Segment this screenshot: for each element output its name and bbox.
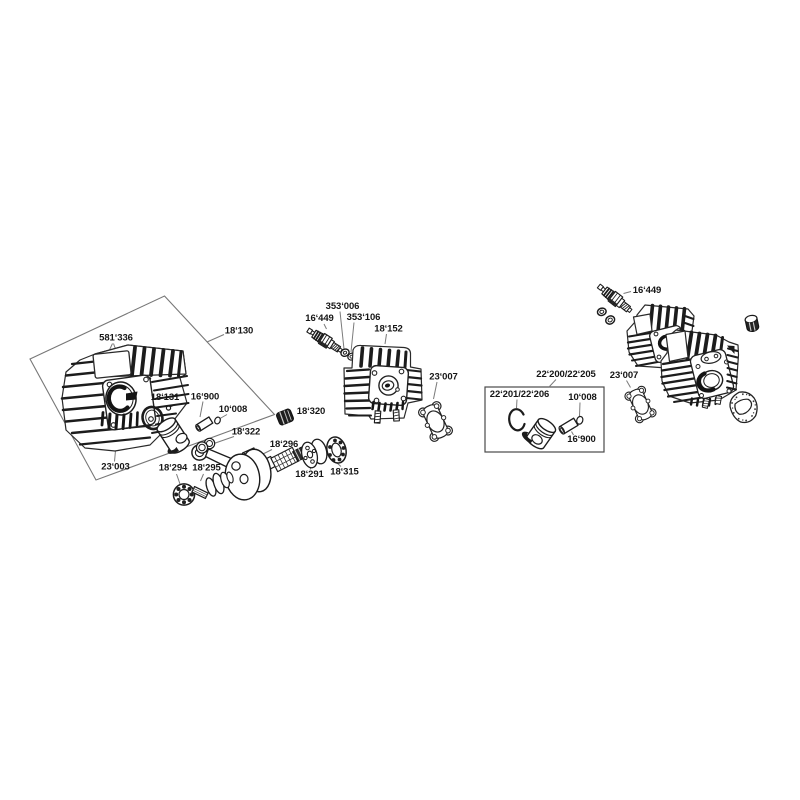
svg-text:353‘106: 353‘106 [347, 312, 381, 323]
svg-text:18‘320: 18‘320 [297, 406, 325, 417]
svg-text:18‘295: 18‘295 [192, 463, 221, 474]
svg-text:22‘200/22‘205: 22‘200/22‘205 [536, 369, 596, 380]
svg-text:10‘008: 10‘008 [568, 392, 596, 403]
svg-text:16‘900: 16‘900 [191, 392, 219, 403]
svg-text:23‘007: 23‘007 [429, 372, 457, 383]
svg-text:581‘336: 581‘336 [99, 333, 133, 344]
svg-text:18‘130: 18‘130 [225, 326, 253, 337]
svg-text:23‘007: 23‘007 [610, 370, 638, 381]
svg-text:18‘152: 18‘152 [374, 324, 402, 335]
svg-text:16‘449: 16‘449 [305, 313, 333, 324]
svg-text:10‘008: 10‘008 [219, 404, 247, 415]
svg-text:16‘900: 16‘900 [567, 434, 595, 445]
svg-text:18‘291: 18‘291 [295, 469, 324, 480]
svg-text:22‘201/22‘206: 22‘201/22‘206 [490, 389, 549, 400]
svg-text:23‘003: 23‘003 [101, 462, 129, 473]
svg-text:18‘131: 18‘131 [151, 392, 180, 403]
svg-text:18‘296: 18‘296 [270, 439, 298, 450]
svg-text:18‘322: 18‘322 [232, 427, 260, 438]
svg-text:18‘315: 18‘315 [330, 467, 359, 478]
svg-text:18‘294: 18‘294 [159, 463, 188, 474]
svg-text:16‘449: 16‘449 [633, 285, 661, 296]
svg-text:353‘006: 353‘006 [326, 301, 360, 312]
